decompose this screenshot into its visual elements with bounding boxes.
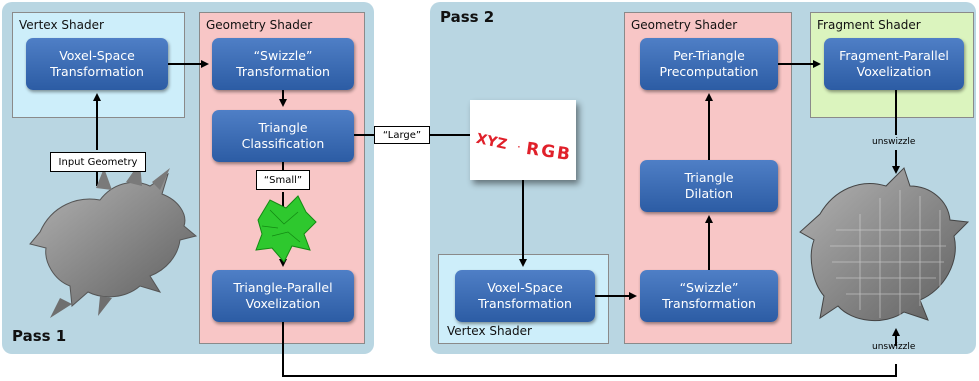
node-line: Triangle bbox=[258, 120, 308, 135]
node-line: Transformation bbox=[662, 296, 756, 311]
card-rgb-text: RGB bbox=[524, 138, 574, 166]
voxel-space-transformation-node: Voxel-Space Transformation bbox=[26, 38, 168, 90]
voxelized-output-model bbox=[799, 167, 970, 322]
triangle-classification-node: Triangle Classification bbox=[212, 110, 354, 162]
small-triangles-mesh bbox=[255, 195, 317, 263]
node-line: Transformation bbox=[50, 64, 144, 79]
fragment-parallel-voxelization-node: Fragment-Parallel Voxelization bbox=[824, 38, 964, 90]
arrow-bottom-loop bbox=[282, 322, 897, 377]
node-line: Per-Triangle bbox=[673, 48, 745, 63]
large-label: “Large” bbox=[374, 126, 430, 144]
stage-title: Vertex Shader bbox=[447, 324, 532, 338]
stage-title: Geometry Shader bbox=[631, 18, 738, 32]
node-line: Fragment-Parallel bbox=[839, 48, 949, 63]
stage-title: Geometry Shader bbox=[206, 18, 313, 32]
node-line: Precomputation bbox=[659, 64, 759, 79]
stage-title: Fragment Shader bbox=[817, 18, 921, 32]
voxel-space-transformation-node-2: Voxel-Space Transformation bbox=[455, 270, 595, 322]
card-xyz-text: XYZ bbox=[474, 130, 509, 154]
node-line: Triangle-Parallel bbox=[233, 280, 333, 295]
swizzle-transformation-node: “Swizzle” Transformation bbox=[212, 38, 354, 90]
unswizzle-bottom-label: unswizzle bbox=[872, 342, 916, 352]
input-geometry-model bbox=[29, 162, 198, 318]
node-line: “Swizzle” bbox=[253, 48, 313, 63]
swizzle-transformation-node-2: “Swizzle” Transformation bbox=[640, 270, 778, 322]
node-line: Voxelization bbox=[245, 296, 321, 311]
node-line: Transformation bbox=[478, 296, 572, 311]
pass-2-label: Pass 2 bbox=[440, 8, 495, 26]
node-line: Classification bbox=[241, 136, 325, 151]
stage-title: Vertex Shader bbox=[19, 18, 104, 32]
node-line: Voxel-Space bbox=[59, 48, 135, 63]
triangle-dilation-node: Triangle Dilation bbox=[640, 160, 778, 212]
node-line: “Swizzle” bbox=[679, 280, 739, 295]
card-separator: ⋅ bbox=[517, 140, 521, 154]
xyz-rgb-card: XYZ ⋅ RGB bbox=[470, 100, 576, 180]
node-line: Voxel-Space bbox=[487, 280, 563, 295]
node-line: Transformation bbox=[236, 64, 330, 79]
unswizzle-top-label: unswizzle bbox=[872, 137, 916, 147]
node-line: Triangle bbox=[684, 170, 734, 185]
per-triangle-precomputation-node: Per-Triangle Precomputation bbox=[640, 38, 778, 90]
pass-1-label: Pass 1 bbox=[12, 327, 67, 345]
triangle-parallel-voxelization-node: Triangle-Parallel Voxelization bbox=[212, 270, 354, 322]
input-geometry-label: Input Geometry bbox=[50, 152, 146, 172]
node-line: Voxelization bbox=[856, 64, 932, 79]
node-line: Dilation bbox=[684, 186, 734, 201]
small-label: “Small” bbox=[256, 170, 310, 190]
